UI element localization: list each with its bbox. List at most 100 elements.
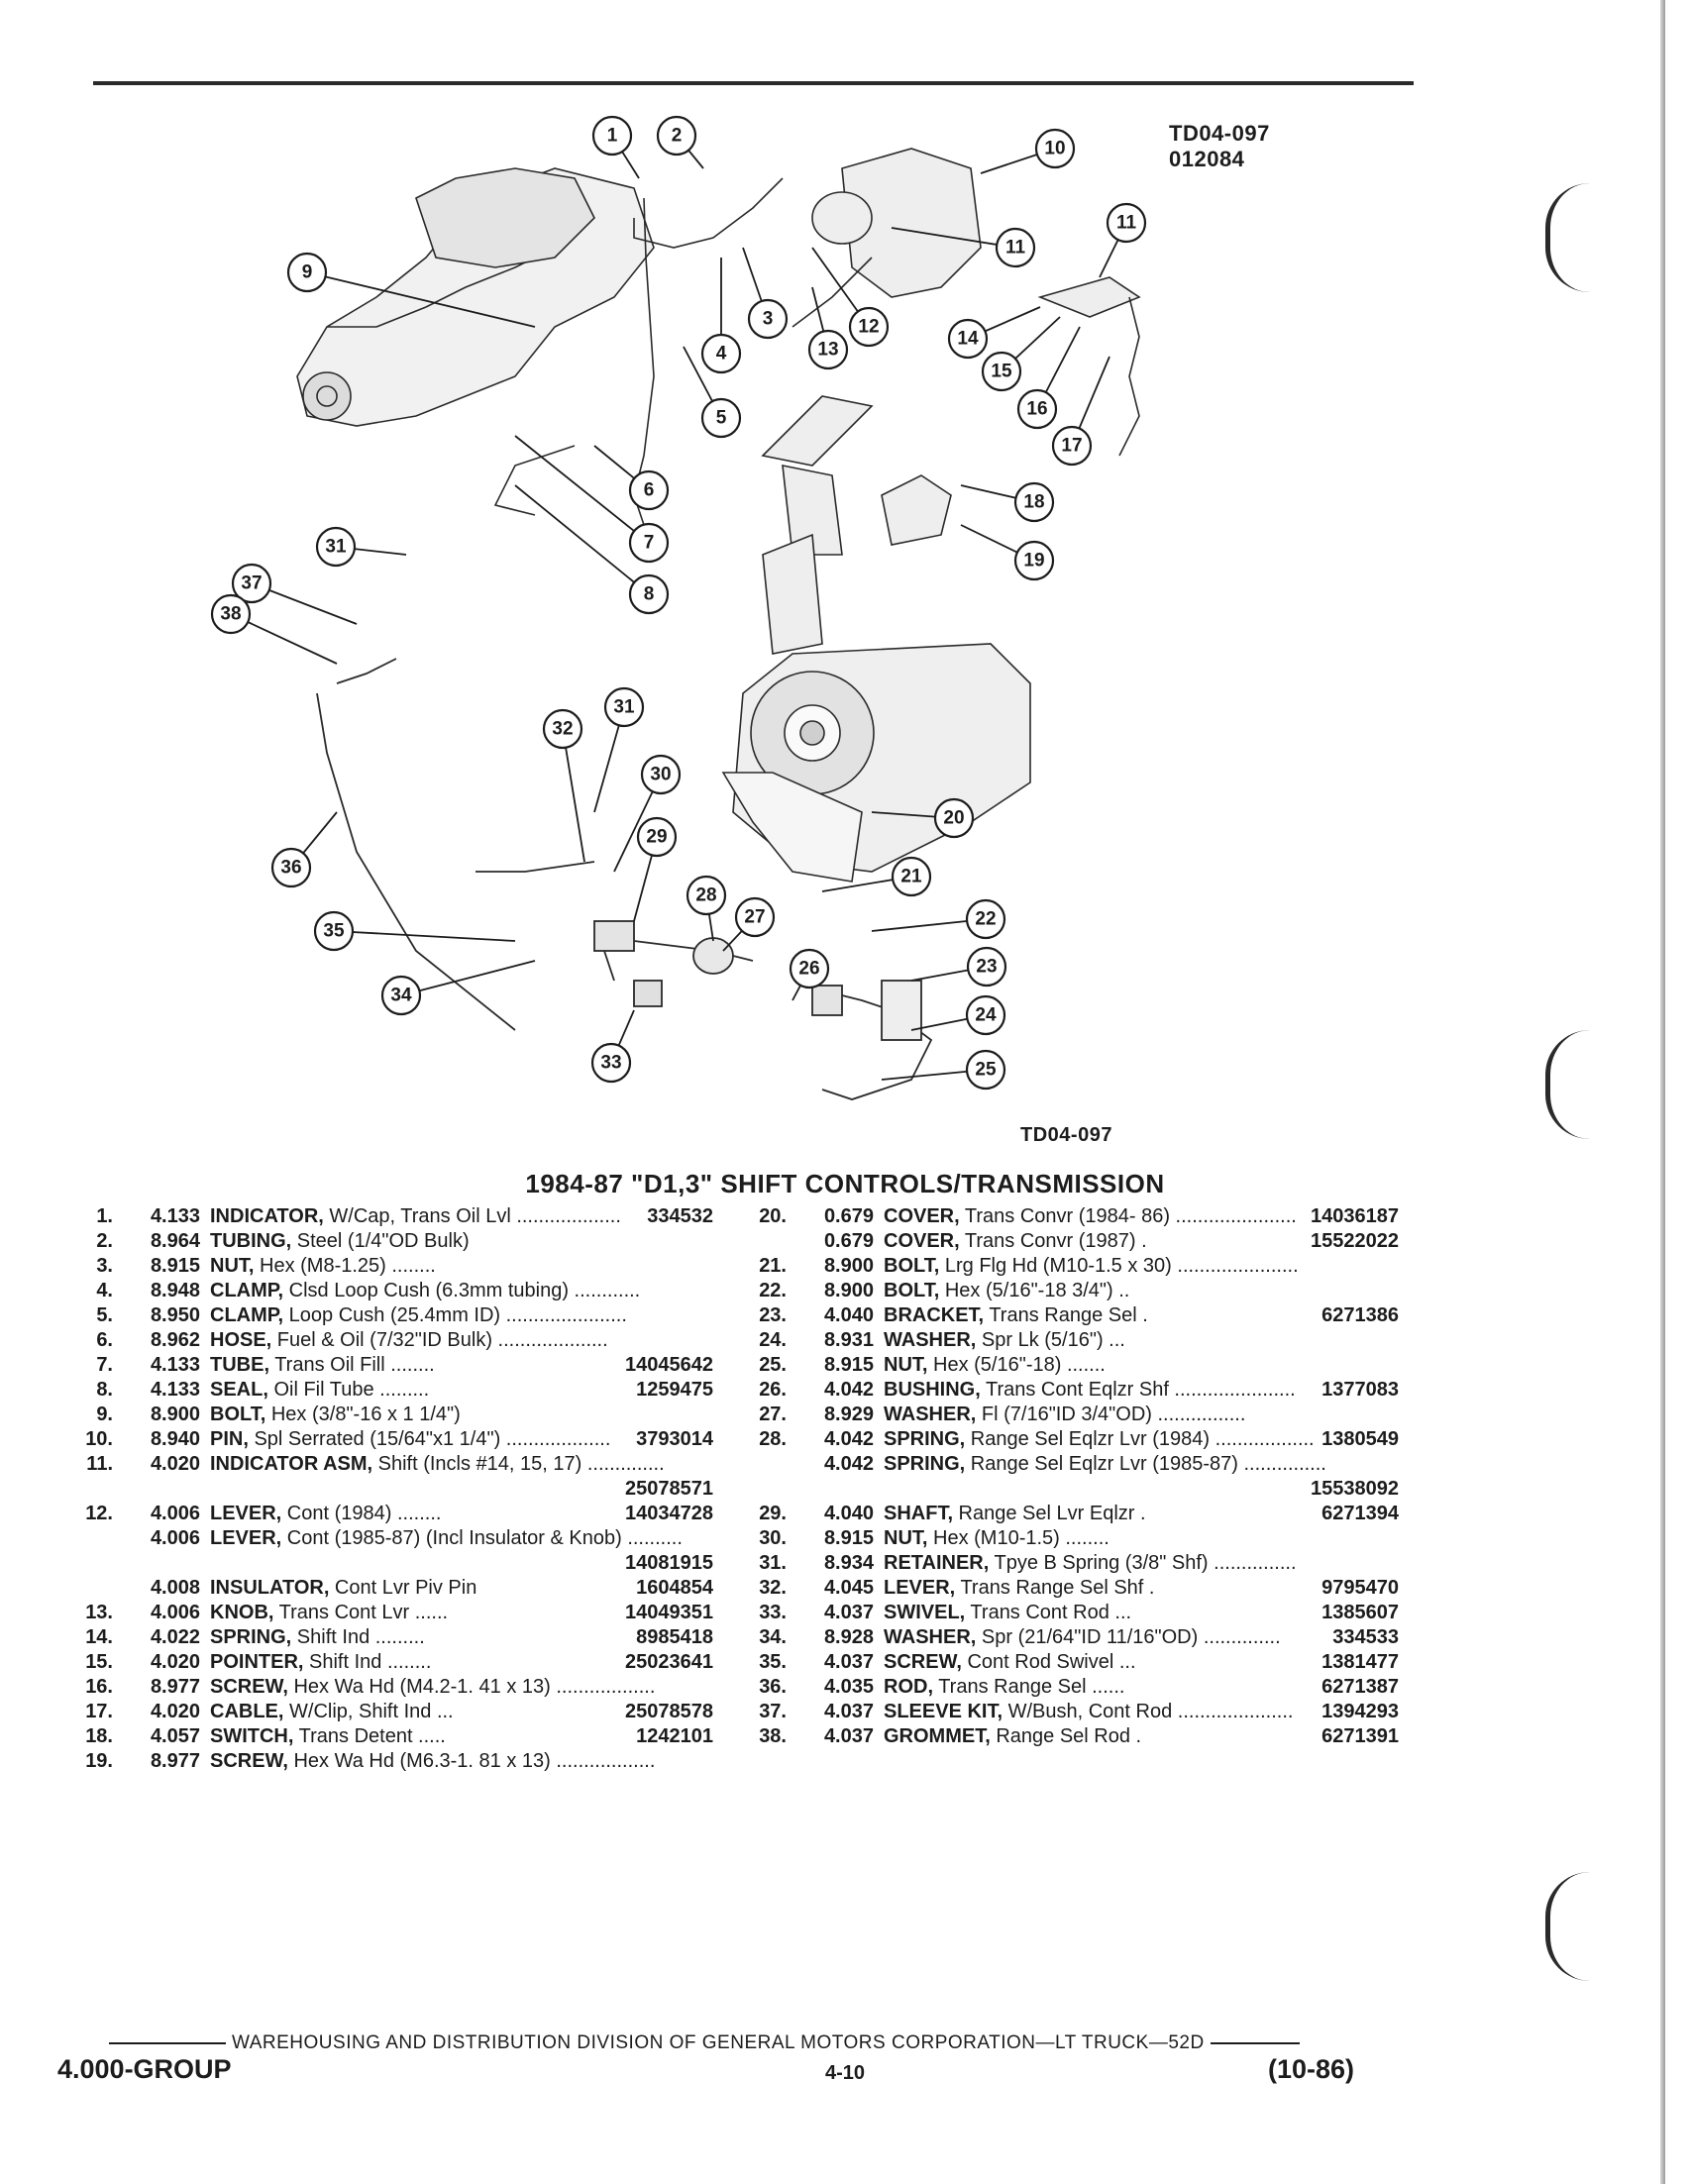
callout-31: 31 bbox=[593, 686, 645, 813]
part-group-number: 4.008 bbox=[150, 1577, 200, 1599]
part-number: 1381477 bbox=[1321, 1651, 1399, 1673]
part-item-number bbox=[59, 1526, 119, 1576]
part-detail: Range Sel Rod . bbox=[990, 1725, 1142, 1747]
part-item-number: 31. bbox=[759, 1552, 787, 1574]
part-name: ROD, bbox=[884, 1676, 933, 1698]
part-item-number bbox=[733, 1452, 792, 1502]
callout-33: 33 bbox=[590, 1009, 635, 1084]
part-detail: Spl Serrated (15/64"x1 1/4") ...........… bbox=[248, 1428, 611, 1450]
callout-balloon bbox=[315, 526, 357, 568]
part-group-number: 8.900 bbox=[823, 1280, 874, 1301]
callout-32: 32 bbox=[542, 708, 585, 863]
part-item-number: 2. bbox=[96, 1230, 113, 1252]
part-item-number: 24. bbox=[759, 1329, 787, 1351]
part-description: WASHER, Spr Lk (5/16") ... bbox=[884, 1328, 1399, 1353]
callout-34: 34 bbox=[380, 960, 536, 1016]
part-name: NUT, bbox=[210, 1255, 255, 1277]
part-number: 1394293 bbox=[1321, 1701, 1399, 1722]
part-description: BOLT, Hex (3/8"-16 x 1 1/4") bbox=[210, 1403, 713, 1427]
callout-37: 37 bbox=[231, 563, 358, 625]
part-description: CABLE, W/Clip, Shift Ind ...25078578 bbox=[210, 1700, 713, 1724]
part-description: BUSHING, Trans Cont Eqlzr Shf ..........… bbox=[884, 1378, 1399, 1403]
part-detail: Loop Cush (25.4mm ID) ..................… bbox=[283, 1304, 627, 1326]
part-detail: Hex Wa Hd (M6.3-1. 81 x 13) ............… bbox=[287, 1750, 656, 1772]
callout-15: 15 bbox=[981, 316, 1061, 392]
binder-hole-top bbox=[1545, 183, 1590, 292]
part-description: INDICATOR ASM, Shift (Incls #14, 15, 17)… bbox=[210, 1452, 713, 1502]
part-name: NUT, bbox=[884, 1527, 928, 1549]
part-number: 14036187 bbox=[1311, 1205, 1399, 1227]
page-title: 1984-87 "D1,3" SHIFT CONTROLS/TRANSMISSI… bbox=[525, 1169, 1165, 1198]
callout-balloon bbox=[628, 573, 670, 615]
callout-2: 2 bbox=[656, 115, 704, 169]
part-item-number: 12. bbox=[85, 1503, 113, 1524]
part-group-number: 4.045 bbox=[823, 1577, 874, 1599]
callout-balloon bbox=[1013, 540, 1055, 581]
callout-35: 35 bbox=[313, 910, 516, 952]
part-description: SLEEVE KIT, W/Bush, Cont Rod ...........… bbox=[884, 1700, 1399, 1724]
part-number: 1380549 bbox=[1321, 1428, 1399, 1450]
part-group-number: 4.133 bbox=[150, 1379, 200, 1401]
part-name: CLAMP, bbox=[210, 1280, 284, 1301]
part-name: SWITCH, bbox=[210, 1725, 294, 1747]
part-item-number: 16. bbox=[85, 1676, 113, 1698]
callout-label: 20 bbox=[943, 808, 964, 829]
part-description: COVER, Trans Convr (1984- 86) ..........… bbox=[884, 1204, 1399, 1229]
part-name: BRACKET, bbox=[884, 1304, 985, 1326]
part-number: 6271387 bbox=[1321, 1676, 1399, 1698]
callout-label: 1 bbox=[607, 126, 618, 147]
part-group-number: 4.037 bbox=[823, 1602, 874, 1623]
part-description: POINTER, Shift Ind ........25023641 bbox=[210, 1650, 713, 1675]
callout-29: 29 bbox=[633, 816, 678, 922]
callout-10: 10 bbox=[980, 128, 1076, 174]
part-group-number: 8.915 bbox=[150, 1255, 200, 1277]
part-detail: Trans Detent ..... bbox=[293, 1725, 446, 1747]
callout-label: 38 bbox=[220, 604, 241, 625]
part-detail: Clsd Loop Cush (6.3mm tubing) ..........… bbox=[283, 1280, 641, 1301]
part-description: GROMMET, Range Sel Rod .6271391 bbox=[884, 1724, 1399, 1749]
callout-label: 36 bbox=[280, 858, 301, 879]
part-detail: W/Clip, Shift Ind ... bbox=[283, 1701, 454, 1722]
part-name: INSULATOR, bbox=[210, 1577, 330, 1599]
part-description: SCREW, Cont Rod Swivel ...1381477 bbox=[884, 1650, 1399, 1675]
part-number: 334533 bbox=[1332, 1626, 1399, 1648]
part-detail: Cont (1984) ........ bbox=[281, 1503, 442, 1524]
part-description: TUBE, Trans Oil Fill ........14045642 bbox=[210, 1353, 713, 1378]
part-name: SWIVEL, bbox=[884, 1602, 966, 1623]
callout-leader-line bbox=[891, 227, 1016, 249]
part-name: LEVER, bbox=[210, 1503, 282, 1524]
part-name: INDICATOR ASM, bbox=[210, 1453, 373, 1475]
part-item-number: 36. bbox=[759, 1676, 787, 1698]
callout-4: 4 bbox=[700, 258, 742, 374]
callout-label: 14 bbox=[957, 329, 979, 350]
part-item-number: 20. bbox=[759, 1205, 787, 1227]
part-number: 14049351 bbox=[625, 1602, 713, 1623]
part-name: WASHER, bbox=[884, 1404, 977, 1425]
part-number: 334532 bbox=[647, 1205, 713, 1227]
part-detail: Trans Range Sel ...... bbox=[933, 1676, 1125, 1698]
part-number: 14034728 bbox=[625, 1503, 713, 1524]
transfer-case-illustration bbox=[792, 148, 982, 328]
callout-balloon bbox=[313, 910, 355, 952]
part-detail: Trans Range Sel . bbox=[984, 1304, 1148, 1326]
part-group-number: 8.900 bbox=[823, 1255, 874, 1277]
callout-label: 6 bbox=[644, 480, 655, 501]
callout-24: 24 bbox=[910, 994, 1006, 1036]
part-name: CABLE, bbox=[210, 1701, 284, 1722]
part-group-number: 4.133 bbox=[150, 1354, 200, 1376]
part-item-number: 5. bbox=[96, 1304, 113, 1326]
part-detail: W/Bush, Cont Rod ..................... bbox=[1003, 1701, 1294, 1722]
part-group-number: 8.948 bbox=[150, 1280, 200, 1301]
